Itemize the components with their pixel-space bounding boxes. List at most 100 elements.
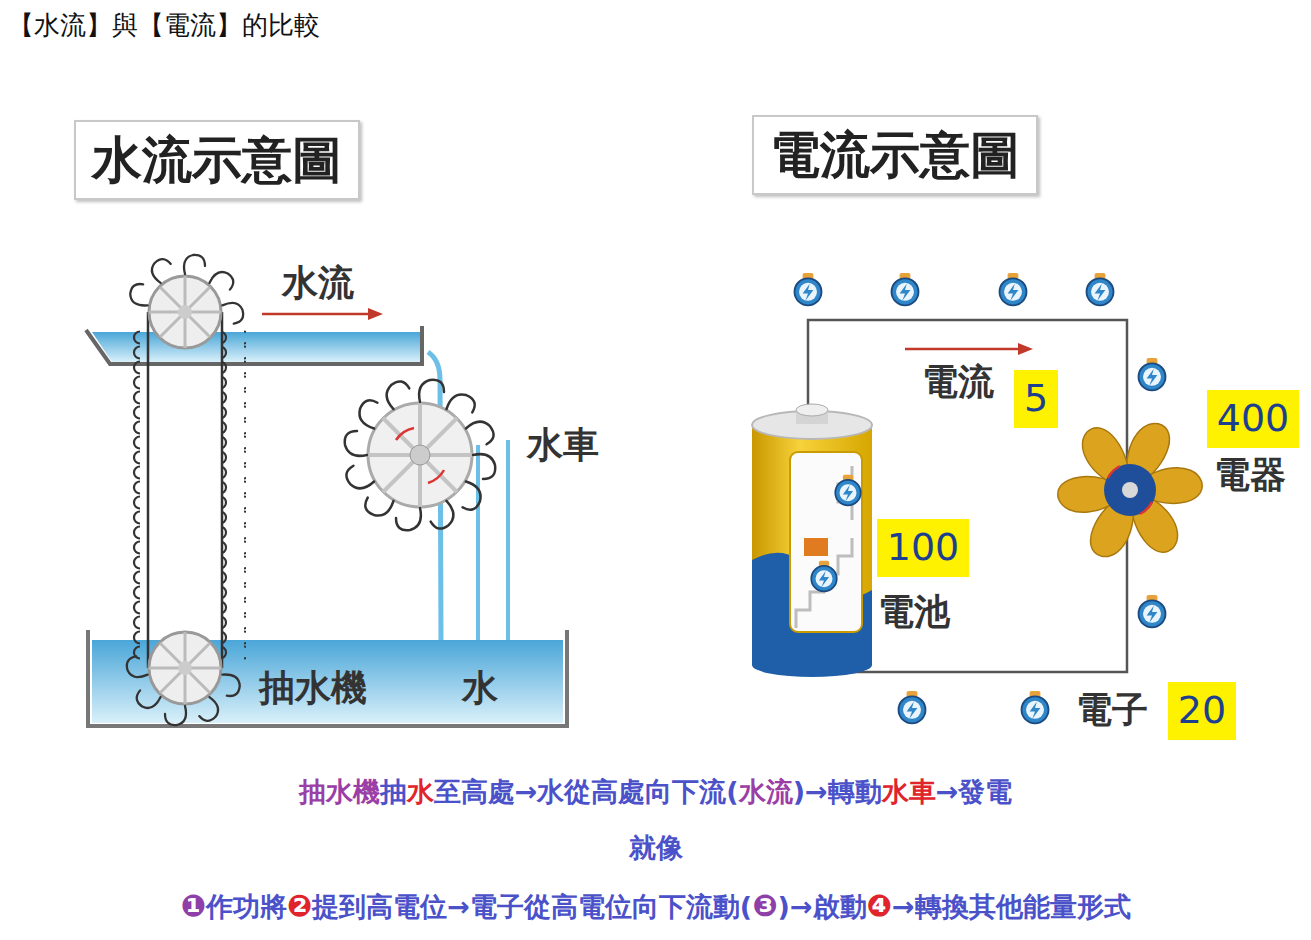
battery-cutaway: [790, 452, 862, 632]
sentence-part: 就像: [629, 832, 683, 863]
current-arrow: [905, 343, 1033, 355]
part-label: 電器: [1214, 453, 1286, 496]
bucket-curl: [133, 684, 161, 712]
title-box: 電流示意圖: [752, 115, 1038, 195]
buckets: [122, 330, 146, 660]
electron-icon: [1000, 273, 1027, 305]
stream: [506, 440, 510, 640]
electrons: [795, 273, 1166, 723]
wheel-hub: [178, 661, 192, 675]
electron-icon: [795, 273, 822, 305]
wheel-spokes: [149, 276, 221, 348]
sentence-line: 就像: [0, 830, 1311, 865]
step-number: ❸: [752, 888, 777, 923]
battery-terminal: [796, 404, 828, 416]
sentence-part: 抽水機: [299, 776, 380, 807]
battery-bottom: [752, 653, 872, 677]
node-text: 水流示意圖: [92, 130, 342, 190]
sentence-part: 作功將: [206, 891, 287, 922]
sentence-part: 提到高電位→電子從高電位向下流動(: [312, 891, 752, 922]
sentence-part: →轉換其他能量形式: [892, 891, 1131, 922]
fan-hub: [1104, 464, 1156, 516]
part-label: 水: [462, 666, 498, 709]
rotation-arrow: [428, 470, 444, 483]
arrow-head: [1018, 343, 1033, 355]
sentence-part: 至高處→水從高處向下流(: [434, 776, 739, 807]
node-text: 5: [1024, 376, 1048, 422]
title-box: 水流示意圖: [74, 120, 360, 200]
sentence-part: )→轉動: [793, 776, 882, 807]
electron-icon: [1087, 273, 1114, 305]
bucket-curl: [209, 268, 237, 296]
part-label: 電子: [1076, 688, 1148, 731]
step-number: ❶: [180, 888, 205, 923]
bucket-curl: [354, 397, 386, 430]
bucket-curl: [129, 282, 151, 306]
lower-basin: [88, 630, 567, 726]
chain: [147, 312, 150, 668]
buckets: [222, 330, 246, 660]
battery-body: [752, 425, 872, 665]
electron-icon: [899, 691, 926, 723]
wheel-hub: [178, 305, 192, 319]
pump-wheel: [149, 632, 221, 704]
node-text: 電流示意圖: [770, 125, 1020, 185]
basin-wall: [88, 630, 567, 726]
rotation-arrow: [1108, 466, 1152, 514]
bucket-curl: [426, 500, 459, 532]
bucket-curl: [465, 417, 497, 450]
sentence-line: ❶作功將❷提到高電位→電子從高電位向下流動(❸)→啟動❹→轉換其他能量形式: [0, 886, 1311, 925]
sentence-part: 抽: [380, 776, 407, 807]
bucket-curl: [362, 489, 395, 521]
fan-hub: [1122, 482, 1138, 498]
bucket-curl: [222, 301, 244, 325]
arrow-line: [262, 313, 372, 316]
arrow-head: [368, 308, 383, 320]
bucket-curl: [454, 481, 486, 514]
bucket-curl: [219, 674, 241, 698]
battery-block: [804, 538, 828, 556]
wheel-hub: [410, 445, 430, 465]
wheel-spokes: [149, 632, 221, 704]
wheel-spokes: [368, 403, 472, 507]
bucket-curl: [194, 696, 222, 724]
bucket-curl: [382, 378, 415, 410]
bucket-curl: [419, 380, 444, 402]
bucket-curl: [165, 706, 186, 725]
battery: [752, 404, 872, 677]
part-label: 水流: [282, 261, 354, 304]
sentence-part: →發電: [936, 776, 1013, 807]
bucket-curl: [148, 255, 176, 283]
bucket-curl: [125, 655, 147, 679]
value-box: 100: [877, 519, 970, 577]
arrow-line: [905, 348, 1022, 351]
part-label: 抽水機: [259, 666, 367, 709]
electron-icon: [1139, 358, 1166, 390]
bucket-curl: [396, 508, 421, 530]
part-label: 電池: [878, 590, 950, 633]
step-number: ❷: [287, 888, 312, 923]
sentence-part: 水流: [739, 776, 793, 807]
flow-arrow: [262, 308, 383, 320]
wheel-rim: [368, 403, 472, 507]
value-box: 400: [1207, 390, 1300, 448]
sentence-part: )→啟動: [778, 891, 867, 922]
bucket-curl: [446, 389, 479, 421]
sentence-part: 水車: [882, 776, 936, 807]
bucket-curl: [473, 454, 495, 479]
electron-icon: [1022, 691, 1049, 723]
sentence-part: 水: [407, 776, 434, 807]
value-box: 20: [1168, 682, 1236, 740]
electron-icon: [892, 273, 919, 305]
node-text: 100: [887, 525, 960, 571]
bucket-curl: [345, 431, 367, 456]
page-title: 【水流】與【電流】的比較: [8, 10, 320, 41]
pump-chain: [122, 255, 246, 725]
chain: [221, 312, 224, 668]
part-label: 水車: [527, 423, 599, 466]
step-number: ❹: [867, 888, 892, 923]
part-label: 電流: [922, 360, 994, 403]
node-text: 400: [1217, 396, 1290, 442]
rotation-arrow: [396, 428, 414, 440]
